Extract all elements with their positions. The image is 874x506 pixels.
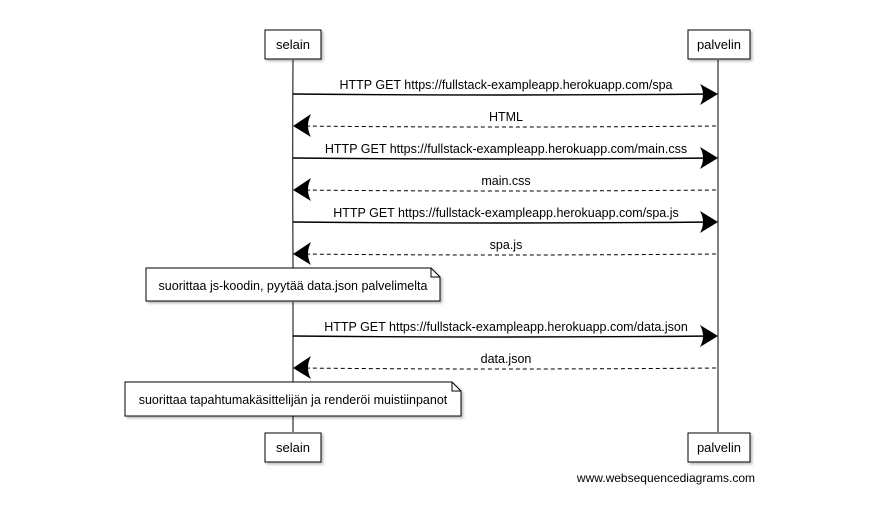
participant-right-top-label: palvelin	[697, 37, 741, 52]
message-2: HTML	[293, 110, 717, 137]
watermark-text: www.websequencediagrams.com	[576, 471, 755, 485]
message-1-arrowhead	[700, 84, 718, 105]
message-3: HTTP GET https://fullstack-exampleapp.he…	[292, 142, 718, 169]
message-4-arrowhead	[293, 178, 311, 201]
message-2-arrowhead	[293, 114, 311, 137]
message-6-label: spa.js	[490, 238, 523, 252]
message-8-arrowhead	[293, 356, 311, 379]
message-8-label: data.json	[481, 352, 532, 366]
message-5: HTTP GET https://fullstack-exampleapp.he…	[292, 206, 718, 233]
message-1-label: HTTP GET https://fullstack-exampleapp.he…	[339, 78, 672, 92]
participant-right-bottom-label: palvelin	[697, 440, 741, 455]
participant-left-top: selain	[264, 29, 322, 60]
message-7: HTTP GET https://fullstack-exampleapp.he…	[292, 320, 718, 347]
message-2-label: HTML	[489, 110, 523, 124]
participant-left-bottom: selain	[264, 432, 322, 463]
message-1: HTTP GET https://fullstack-exampleapp.he…	[292, 78, 718, 105]
message-6: spa.js	[293, 238, 717, 265]
message-7-label: HTTP GET https://fullstack-exampleapp.he…	[324, 320, 688, 334]
message-4-label: main.css	[481, 174, 530, 188]
participant-left-top-label: selain	[276, 37, 310, 52]
message-3-arrowhead	[700, 147, 718, 169]
participant-right-top: palvelin	[687, 29, 751, 60]
message-8: data.json	[293, 352, 717, 379]
message-5-label: HTTP GET https://fullstack-exampleapp.he…	[333, 206, 679, 220]
message-6-arrowhead	[293, 242, 311, 265]
note-2: suorittaa tapahtumakäsittelijän ja rende…	[124, 381, 462, 417]
note-1: suorittaa js-koodin, pyytää data.json pa…	[145, 267, 441, 302]
note-1-text: suorittaa js-koodin, pyytää data.json pa…	[159, 279, 428, 293]
note-2-text: suorittaa tapahtumakäsittelijän ja rende…	[139, 393, 448, 407]
message-3-label: HTTP GET https://fullstack-exampleapp.he…	[325, 142, 687, 156]
participant-right-bottom: palvelin	[687, 432, 751, 463]
message-7-arrowhead	[700, 325, 718, 347]
participant-left-bottom-label: selain	[276, 440, 310, 455]
message-5-arrowhead	[700, 211, 718, 233]
message-4: main.css	[293, 174, 717, 201]
